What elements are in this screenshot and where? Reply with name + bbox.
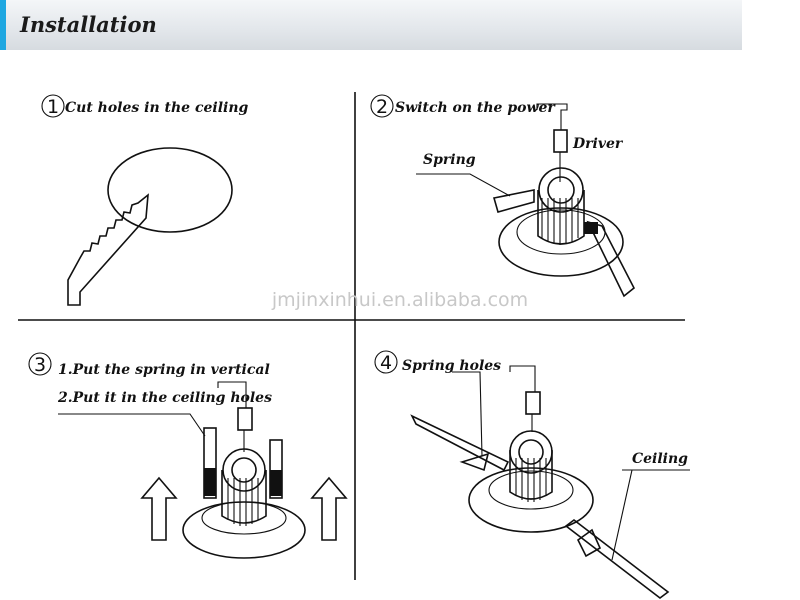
lamp-body [537, 190, 585, 245]
ceiling-hole [107, 147, 233, 233]
heatsink-fins-4 [515, 458, 547, 502]
step-1-label: Cut holes in the ceiling [65, 100, 249, 116]
spring-left [492, 189, 535, 213]
watermark: jmjinxinhui.en.alibaba.com [271, 289, 528, 311]
step-4-number: 4 [380, 352, 392, 374]
lamp-head-outer [538, 167, 584, 213]
header-accent [0, 0, 6, 50]
spring-clip-left [204, 468, 216, 496]
driver-box [553, 129, 568, 153]
lamp-head-inner-3 [231, 457, 257, 483]
ceiling-leader [611, 469, 690, 561]
lamp-body-3 [221, 470, 267, 524]
step-4-label: Spring holes [402, 358, 501, 374]
step-1-panel: 1 Cut holes in the ceiling [41, 94, 249, 306]
step-3-leader [58, 413, 206, 437]
header-bar: Installation [0, 0, 742, 50]
up-arrow-right-icon [310, 476, 348, 541]
lamp-head-inner-4 [518, 439, 544, 465]
driver-box-4 [525, 391, 541, 415]
spring-vertical-left [203, 427, 217, 499]
lamp-trim [498, 207, 624, 277]
driver-label: Driver [572, 136, 624, 152]
spring-holes-leader [452, 371, 483, 457]
step-2-number-circle [370, 94, 394, 118]
step-4-panel: 4 Spring holes Ceiling [374, 350, 690, 600]
ceiling-label: Ceiling [632, 451, 688, 467]
spring-tip-right [576, 528, 602, 558]
heatsink-fins [541, 198, 579, 245]
up-arrow-left-icon [140, 476, 178, 541]
step-1-number-circle [41, 94, 65, 118]
spring-clip-right [270, 470, 282, 496]
spring-label: Spring [423, 152, 476, 168]
step-3-panel: 3 1.Put the spring in vertical 2.Put it … [28, 352, 348, 559]
heatsink-fins-3 [227, 478, 259, 526]
lamp-trim-4 [468, 467, 594, 533]
ceiling-board [564, 518, 670, 600]
driver-box-3 [237, 407, 253, 431]
page-title: Installation [20, 12, 157, 37]
lamp-body-4 [509, 450, 553, 500]
driver-wire-4 [509, 365, 536, 392]
step-2-label: Switch on the power [395, 100, 556, 116]
lamp-ring-4 [488, 470, 574, 510]
spring-vertical-right [269, 439, 283, 499]
spring-leader [416, 173, 511, 197]
step-3-line-2: 2.Put it in the ceiling holes [57, 390, 272, 406]
lamp-head-inner [547, 176, 575, 204]
lamp-trim-3 [182, 501, 306, 559]
spring-tip-left [459, 452, 490, 472]
lamp-ring-3 [201, 501, 287, 535]
step-3-number: 3 [34, 354, 46, 376]
lamp-head-outer-4 [509, 430, 553, 474]
step-2-number: 2 [376, 96, 388, 118]
step-3-line-1: 1.Put the spring in vertical [58, 362, 270, 378]
step-1-number: 1 [47, 96, 59, 118]
spring-clip [584, 222, 598, 234]
driver-wire-3 [217, 381, 247, 408]
driver-wire [536, 103, 568, 130]
spring-angled-left [410, 414, 510, 472]
saw-icon [67, 193, 149, 306]
step-2-panel: 2 Switch on the power Driver Spring [370, 94, 636, 298]
step-3-number-circle [28, 352, 52, 376]
step-4-number-circle [374, 350, 398, 374]
lamp-head-outer-3 [222, 448, 266, 492]
